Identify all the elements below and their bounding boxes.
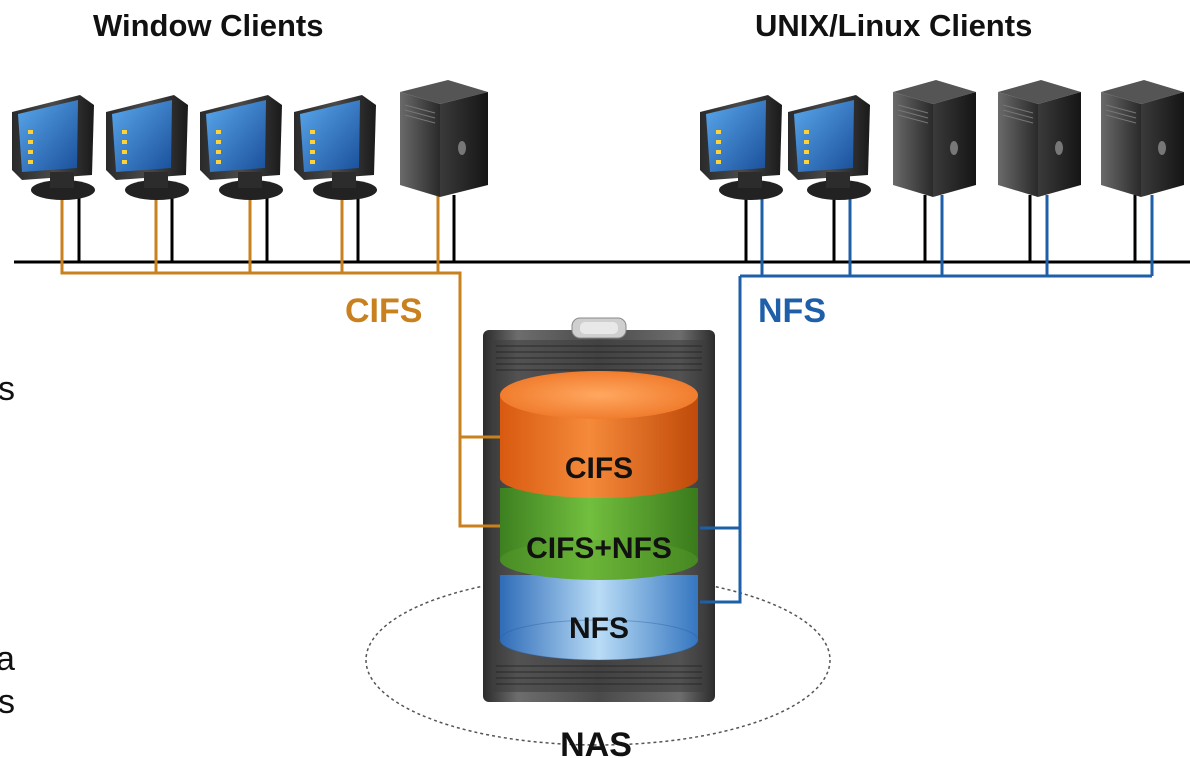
nfs-connection-lines [700,195,1154,604]
clipped-text-3: s [0,683,15,721]
monitor-icon [12,95,95,200]
server-tower-icon [998,80,1081,197]
layer-label-cifs-nfs: CIFS+NFS [526,532,672,565]
server-tower-icon [1101,80,1184,197]
monitor-icon [200,95,283,200]
cifs-layer-cylinder [500,371,698,498]
layer-label-nfs: NFS [569,612,629,645]
clipped-text-2: a [0,640,15,678]
server-tower-icon [400,80,488,197]
client-drop-lines [77,195,1137,262]
cifs-protocol-label: CIFS [345,292,422,330]
clipped-text-1: s [0,370,15,408]
nfs-protocol-label: NFS [758,292,826,330]
monitor-icon [788,95,871,200]
monitor-icon [294,95,377,200]
layer-label-cifs: CIFS [565,452,633,485]
server-tower-icon [893,80,976,197]
cifs-nfs-layer-cylinder [500,488,698,580]
nas-label: NAS [560,726,632,758]
cifs-connection-lines [60,195,500,528]
unix-clients-heading: UNIX/Linux Clients [755,8,1033,43]
monitor-icon [106,95,189,200]
nfs-layer-cylinder [499,575,699,661]
monitor-icon [700,95,783,200]
windows-clients-heading: Window Clients [93,8,324,43]
